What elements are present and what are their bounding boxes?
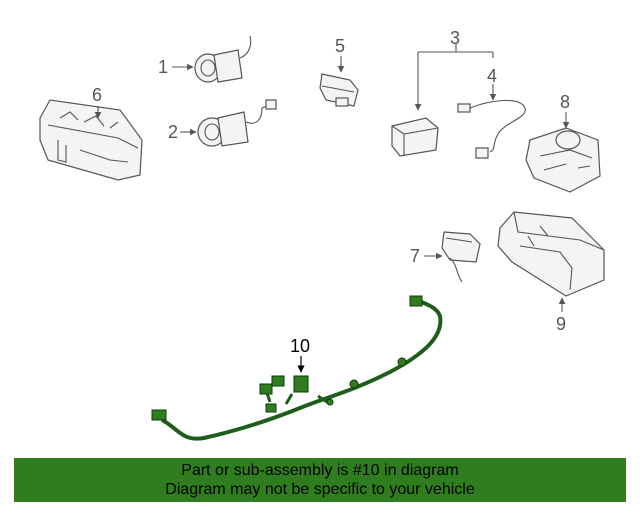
- part-7-switch: 7: [410, 231, 481, 283]
- notice-banner: Part or sub-assembly is #10 in diagram D…: [14, 458, 626, 502]
- part-1-socket: 1: [158, 35, 252, 83]
- banner-line-2: Diagram may not be specific to your vehi…: [165, 481, 475, 498]
- callout-4: 4: [487, 66, 497, 86]
- callout-9: 9: [556, 314, 566, 334]
- part-5-module: 5: [319, 36, 359, 107]
- part-8-knob-module: 8: [525, 92, 601, 193]
- callout-1: 1: [158, 57, 168, 77]
- banner-line-1: Part or sub-assembly is #10 in diagram: [181, 462, 459, 479]
- callout-8: 8: [560, 92, 570, 112]
- callout-2: 2: [168, 122, 178, 142]
- part-9-bracket: 9: [497, 211, 605, 334]
- callout-6: 6: [92, 85, 102, 105]
- parts-diagram: 6 1 2 5 3 4: [39, 28, 605, 441]
- part-10-wiring-harness[interactable]: 10: [151, 295, 443, 441]
- callout-10: 10: [290, 336, 310, 356]
- callout-3: 3: [450, 28, 460, 48]
- callout-7: 7: [410, 246, 420, 266]
- part-6-switch-panel: 6: [39, 85, 143, 181]
- part-3-4-group: 3 4: [391, 28, 526, 159]
- callout-5: 5: [335, 36, 345, 56]
- part-2-socket: 2: [168, 99, 277, 147]
